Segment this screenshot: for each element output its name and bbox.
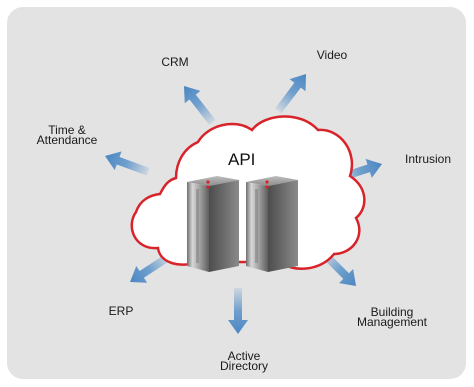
node-label-intrusion: Intrusion [393, 152, 463, 166]
node-label-line: Attendance [36, 133, 98, 147]
node-label-line: Building [370, 305, 414, 319]
node-label-line: Active [227, 349, 261, 363]
node-label-line: ERP [108, 304, 134, 318]
node-label-line: Time & [48, 123, 86, 137]
node-label-line: CRM [161, 55, 189, 69]
node-label-line: Management [356, 315, 428, 329]
node-label-line: Directory [219, 359, 268, 373]
server-racks [187, 176, 298, 272]
node-label-line: Video [316, 48, 348, 62]
node-label-erp: ERP [103, 304, 139, 318]
api-label: API [228, 150, 256, 169]
node-label-video: Video [310, 48, 354, 62]
node-label-crm: CRM [156, 55, 194, 69]
node-label-time-attendance: Time &Attendance [24, 123, 110, 147]
node-label-line: Intrusion [404, 152, 452, 166]
